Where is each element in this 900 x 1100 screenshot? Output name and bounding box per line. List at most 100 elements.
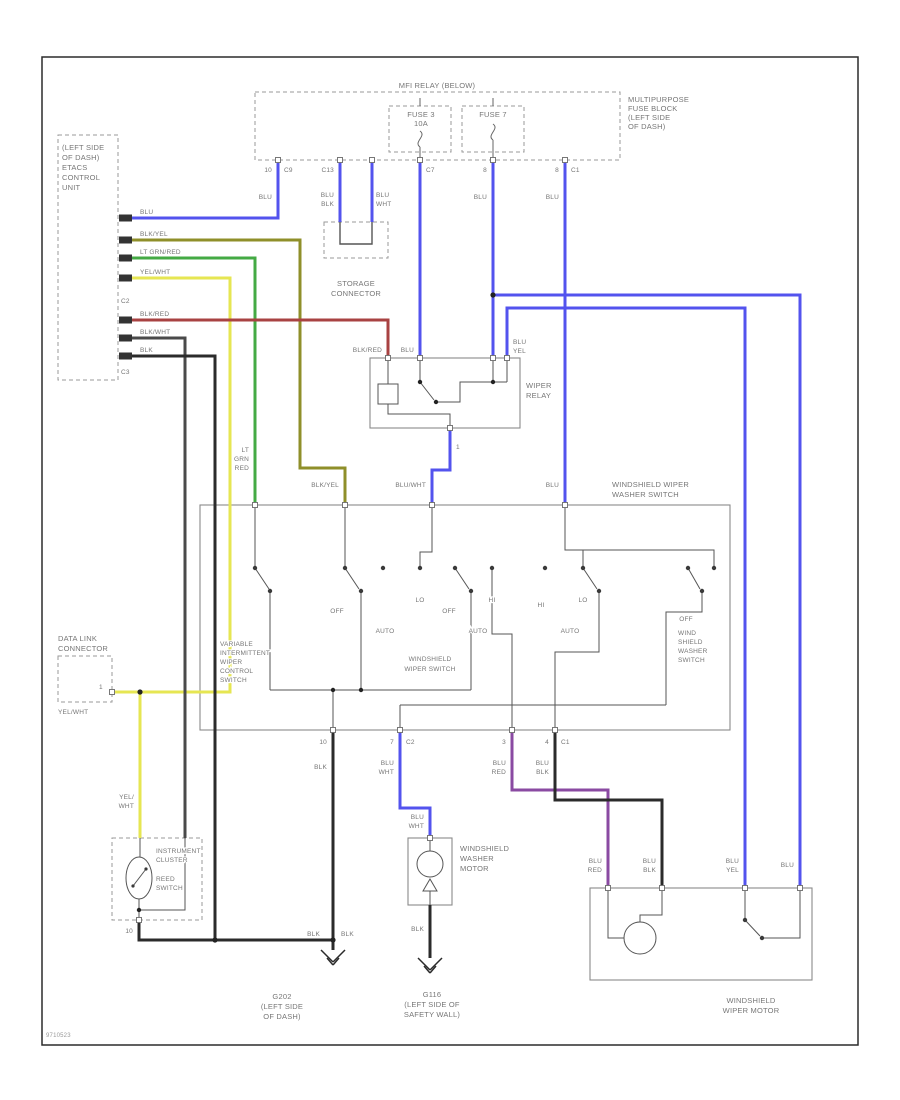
wire-label: YEL/WHT	[140, 269, 170, 276]
ground-symbol-g116	[417, 957, 443, 974]
switch-position-label: HI	[538, 602, 545, 609]
wire-label: BLU	[546, 482, 559, 489]
etacs-labels: (LEFT SIDE OF DASH) ETACS CONTROL UNIT B…	[61, 142, 182, 377]
fuse-block-labels: MFI RELAY (BELOW) FUSE 3 10A FUSE 7 MULT…	[258, 80, 690, 209]
wire-label: LT GRN/RED	[140, 249, 181, 256]
etacs-title: CONTROL	[62, 173, 100, 182]
storage-connector-box	[323, 221, 389, 259]
pin-label: 10	[264, 167, 272, 174]
wire-label: BLU	[546, 194, 559, 201]
wire-label: BLK/RED	[140, 311, 169, 318]
fuse3-label: FUSE 3	[407, 110, 434, 119]
data-link-title: DATA LINK	[58, 634, 97, 643]
wire-label: BLK	[140, 347, 153, 354]
fuse7-label: FUSE 7	[479, 110, 506, 119]
cluster-title: INSTRUMENT	[156, 848, 201, 855]
ground-g116-label: (LEFT SIDE OF	[404, 1000, 460, 1009]
wire-label: WHT	[409, 823, 424, 830]
diagram-footer-code: 9710523	[46, 1033, 71, 1039]
switch-position-label: HI	[489, 597, 496, 604]
pin-label: C1	[571, 167, 580, 174]
wire-label: BLU	[493, 760, 506, 767]
junction-dots	[136, 292, 496, 943]
relay-internal	[377, 358, 508, 428]
ground-labels: G202 (LEFT SIDE OF DASH) G116 (LEFT SIDE…	[260, 925, 462, 1022]
wire-label: BLU	[321, 192, 334, 199]
black-wires	[132, 354, 664, 958]
connector-label: C3	[121, 369, 130, 376]
wire-label: BLU	[643, 858, 656, 865]
wire-label: WHT	[119, 803, 134, 810]
washer-motor-title: WASHER	[460, 854, 494, 863]
pin-label: C2	[406, 739, 415, 746]
wire-label: LT	[241, 447, 249, 454]
wire-label: BLU	[474, 194, 487, 201]
storage-title: CONNECTOR	[331, 289, 381, 298]
data-link-labels: DATA LINK CONNECTOR 1 YEL/WHT YEL/ WHT	[57, 633, 135, 811]
relay-title: RELAY	[526, 391, 551, 400]
pin-label: C13	[321, 167, 334, 174]
wiper-motor-box	[589, 887, 813, 981]
wire-label: BLU	[513, 339, 526, 346]
wire-label: BLU	[589, 858, 602, 865]
pin-label: 3	[502, 739, 506, 746]
wire-label: GRN	[234, 456, 249, 463]
pin-label: 10	[125, 928, 133, 935]
pin-label: 8	[555, 167, 559, 174]
wire-label: BLK/WHT	[140, 329, 170, 336]
wire-label: BLU	[781, 862, 794, 869]
switch-position-label: LO	[578, 597, 587, 604]
pin-label: C7	[426, 167, 435, 174]
washer-motor-labels: WINDSHIELD WASHER MOTOR BLU WHT	[407, 813, 510, 874]
etacs-pin-blocks	[119, 214, 132, 360]
pin-label: 1	[99, 684, 103, 691]
ground-g202-label: (LEFT SIDE	[261, 1002, 303, 1011]
storage-title: STORAGE	[337, 279, 375, 288]
washer-switch-title: WASHER	[678, 648, 708, 655]
switch-position-label: OFF	[679, 616, 693, 623]
wire-label: BLK	[321, 201, 334, 208]
connector-pin-squares	[109, 157, 803, 923]
storage-connector-jumper	[339, 222, 373, 245]
wire-label: BLU	[259, 194, 272, 201]
wire-label: BLK	[341, 931, 354, 938]
wire-label: RED	[492, 769, 506, 776]
diagram-border	[41, 56, 859, 1046]
switch-internal	[254, 505, 715, 730]
wire-label: BLU	[726, 858, 739, 865]
storage-connector-labels: STORAGE CONNECTOR	[330, 278, 382, 299]
varint-switch-title: VARIABLE	[220, 641, 253, 648]
fuse-block-box	[254, 91, 621, 161]
blue-wires	[132, 160, 802, 888]
wire-label: BLU	[376, 192, 389, 199]
switch-position-label: AUTO	[376, 628, 395, 635]
varint-switch-title: WIPER	[220, 659, 242, 666]
switch-position-label: OFF	[330, 608, 344, 615]
connector-label: C2	[121, 298, 130, 305]
ground-symbol-g202	[320, 949, 346, 966]
switch-position-label: OFF	[442, 608, 456, 615]
pin-label: 8	[483, 167, 487, 174]
fuse-block-top-label: MFI RELAY (BELOW)	[399, 81, 476, 90]
yellow-wires-yel-wht	[112, 276, 232, 838]
switch-position-label: AUTO	[561, 628, 580, 635]
wire-label: BLK/YEL	[140, 231, 168, 238]
wire-label: BLK	[411, 926, 424, 933]
data-link-connector-box	[57, 655, 113, 703]
pin-label: 4	[545, 739, 549, 746]
varint-switch-title: CONTROL	[220, 668, 253, 675]
wire-label: BLU	[536, 760, 549, 767]
etacs-title: ETACS	[62, 163, 87, 172]
instrument-cluster-box	[111, 837, 203, 921]
fuse3-amp-label: 10A	[414, 119, 428, 128]
wiper-motor-title: WINDSHIELD	[726, 996, 775, 1005]
switch-title: WASHER SWITCH	[612, 490, 679, 499]
wire-label: BLU	[401, 347, 414, 354]
switch-title: WINDSHIELD WIPER	[612, 480, 689, 489]
ground-g202-label: G202	[272, 992, 291, 1001]
wire-label: YEL/WHT	[58, 709, 88, 716]
switch-contact-d	[131, 565, 765, 941]
reed-switch-label: SWITCH	[156, 885, 183, 892]
wire-label: WHT	[376, 201, 391, 208]
